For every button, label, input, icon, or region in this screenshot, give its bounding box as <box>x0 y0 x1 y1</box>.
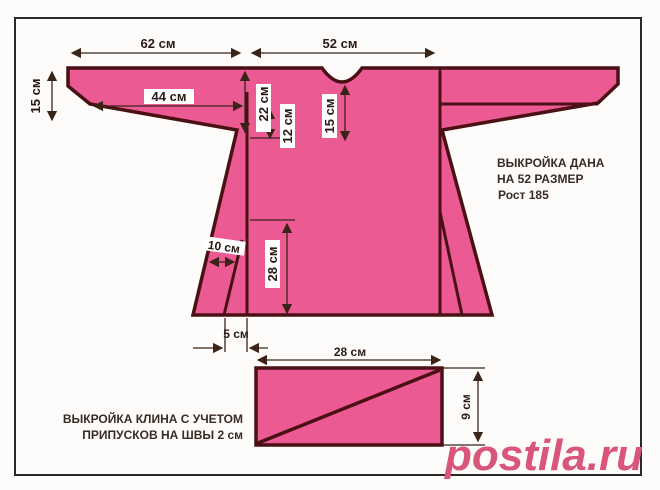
label-gusset-length: 28 см <box>334 345 366 359</box>
pattern-note-line3: Рост 185 <box>498 188 549 202</box>
label-neck-slit: 15 см <box>322 99 337 134</box>
gusset-note-line1: ВЫКРОЙКА КЛИНА С УЧЕТОМ <box>63 411 243 426</box>
right-gusset-line <box>438 211 464 316</box>
label-armhole-depth: 22 см <box>256 87 271 122</box>
label-sleeve-cuff: 15 см <box>28 79 43 114</box>
shirt-outline <box>66 66 620 317</box>
frame <box>14 17 642 476</box>
label-sleeve-length: 62 см <box>141 36 176 51</box>
label-slit-12: 12 см <box>280 109 295 144</box>
gusset-diagonal <box>257 368 441 445</box>
label-sleeve-underarm: 44 см <box>152 89 187 104</box>
pattern-note-line2: НА 52 РАЗМЕР <box>497 172 583 186</box>
label-half-width: 52 см <box>323 36 358 51</box>
label-side-slit: 28 см <box>265 247 280 282</box>
pattern-note-line1: ВЫКРОЙКА ДАНА <box>497 155 605 170</box>
label-gusset-height: 9 см <box>459 394 473 420</box>
watermark-logo: postila.ru <box>444 431 643 480</box>
label-gusset-bottom: 5 см <box>223 327 249 341</box>
gusset-note-line2: ПРИПУСКОВ НА ШВЫ 2 см <box>82 428 243 442</box>
label-gusset-top: 10 см <box>207 238 241 256</box>
